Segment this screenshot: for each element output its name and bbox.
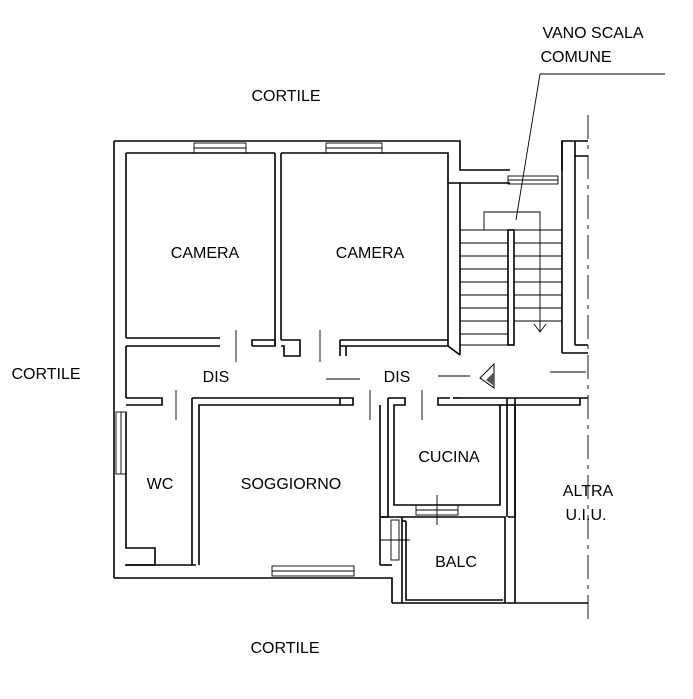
label-wc: WC [147, 476, 174, 493]
label-vano-scala-comune: COMUNE [540, 49, 611, 66]
label-dis-2: DIS [384, 369, 411, 386]
label-dis-1: DIS [203, 369, 230, 386]
staircase [460, 73, 665, 346]
label-camera-1: CAMERA [171, 245, 240, 262]
label-cortile-left: CORTILE [11, 366, 80, 383]
label-cortile-top: CORTILE [251, 88, 320, 105]
windows [115, 142, 559, 577]
label-camera-2: CAMERA [336, 245, 405, 262]
label-cortile-bottom: CORTILE [250, 640, 319, 657]
label-balc: BALC [435, 554, 477, 571]
label-soggiorno: SOGGIORNO [241, 476, 341, 493]
entrance-arrow-icon [479, 362, 495, 389]
label-altra-uiu: U.I.U. [566, 507, 607, 524]
outer-walls [113, 140, 588, 604]
room-labels: CORTILE CORTILE CORTILE VANO SCALA COMUN… [11, 25, 643, 657]
label-vano-scala: VANO SCALA [542, 25, 643, 42]
interior-walls [126, 153, 588, 604]
label-cucina: CUCINA [418, 449, 480, 466]
label-altra: ALTRA [563, 483, 614, 500]
